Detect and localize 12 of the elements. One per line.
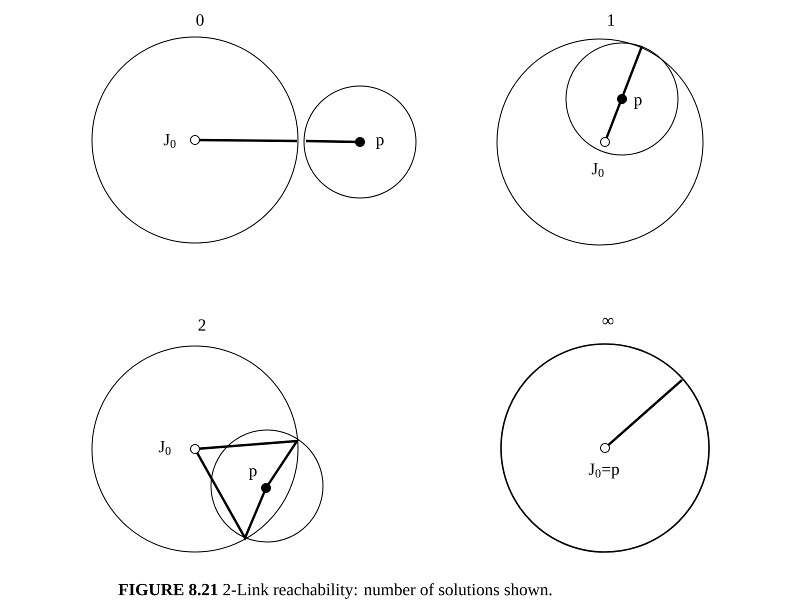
figure-caption: FIGURE 8.21 2-Link reachability: number of solutions shown. <box>118 583 552 599</box>
point-label: p <box>249 468 257 480</box>
panel-number: 1 <box>608 14 614 26</box>
point-label: p <box>376 137 384 149</box>
panel-number: 2 <box>198 319 206 331</box>
panel-number: 0 <box>196 14 204 26</box>
point-label: J$_{0}$ <box>158 441 171 455</box>
point-label: J$_{0}$=p <box>588 464 619 478</box>
panel-number: ∞ <box>602 318 614 324</box>
point-label: p <box>634 97 642 109</box>
point-label: J$_{0}$ <box>592 163 604 177</box>
point-label: J$_{0}$ <box>164 134 176 148</box>
